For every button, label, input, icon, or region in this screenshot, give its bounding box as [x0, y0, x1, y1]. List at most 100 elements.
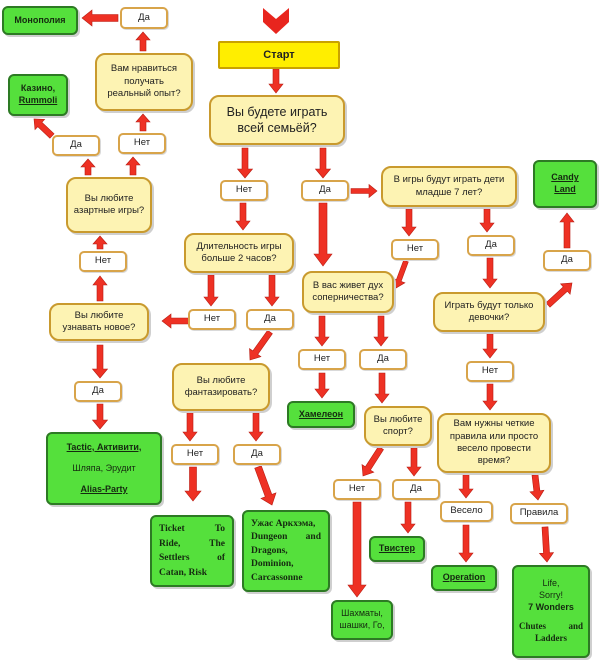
- result-casino: Казино, Rummoli: [8, 74, 68, 116]
- answer-no-gambling: Нет: [79, 251, 127, 272]
- answer-yes-family: Да: [301, 180, 349, 201]
- question-sport: Вы любите спорт?: [364, 406, 432, 446]
- result-ticket-line-2: Ride, The: [159, 538, 225, 549]
- answer-fun: Весело: [440, 501, 493, 522]
- result-arkham-line-5: Carcassonne: [251, 572, 303, 583]
- answer-no-fantasy: Нет: [171, 444, 219, 465]
- result-rummoli-label: Rummoli: [18, 95, 58, 105]
- arrow-yes-twister: [400, 501, 416, 534]
- result-life-line-3: 7 Wonders: [528, 601, 574, 612]
- question-girls: Играть будут только девочки?: [433, 292, 545, 332]
- result-arkham-line-2: Dungeon and: [251, 532, 321, 543]
- arrow-fantasy-no: [182, 412, 198, 442]
- answer-rules: Правила: [510, 503, 568, 524]
- arrow-yes-sport: [374, 372, 390, 404]
- arrow-experience-yes: [135, 31, 151, 52]
- arrow-no-chess: [347, 501, 367, 598]
- arrow-competitive-yes: [373, 315, 389, 347]
- arrow-gambling-no: [125, 156, 141, 176]
- arrow-rules-rules: [529, 474, 545, 501]
- question-kids: В игры будут играть дети младше 7 лет?: [381, 166, 517, 207]
- answer-no-competitive: Нет: [298, 349, 346, 370]
- result-life-line-1: Life,: [542, 578, 560, 589]
- arrow-no-gambling: [92, 235, 108, 250]
- question-duration: Длительность игры больше 2 часов?: [184, 233, 294, 273]
- answer-yes-fantasy: Да: [233, 444, 281, 465]
- arrow-sport-yes: [406, 447, 422, 477]
- arrow-duration-yes-fantasy: [249, 329, 273, 361]
- arrow-duration-no: [203, 274, 219, 307]
- arrow-no-duration: [235, 202, 251, 231]
- arrow-fantasy-yes: [248, 412, 264, 442]
- result-tactic: Tactic, Активити, Шляпа, Эрудит Alias-Pa…: [46, 432, 162, 505]
- answer-yes-competitive: Да: [359, 349, 407, 370]
- result-tactic-line-2: Шляпа, Эрудит: [72, 462, 136, 473]
- arrow-yes-monopoly: [81, 9, 119, 27]
- answer-yes-duration: Да: [246, 309, 294, 330]
- result-life-line-5: Chutes and: [519, 621, 583, 632]
- question-learn: Вы любите узнавать новое?: [49, 303, 149, 341]
- question-experience: Вам нравиться получать реальный опыт?: [95, 53, 193, 111]
- answer-yes-kids: Да: [467, 235, 515, 256]
- arrow-yes-arkham: [254, 465, 277, 506]
- arrow-competitive-no: [314, 315, 330, 347]
- arrow-yes-kids: [350, 183, 378, 199]
- arrow-yes-tactic: [91, 403, 109, 430]
- result-tactic-line-1: Tactic, Активити,: [66, 441, 142, 452]
- question-competitive: В вас живет дух соперничества?: [302, 271, 394, 313]
- result-ticket-line-3: Settlers of: [159, 553, 225, 564]
- result-ticket-to-ride: Ticket To Ride, The Settlers of Catan, R…: [150, 515, 234, 587]
- answer-yes-girls: Да: [543, 250, 591, 271]
- arrow-yes-competitive: [313, 202, 333, 267]
- arrow-rules-life: [538, 526, 555, 563]
- answer-no-duration: Нет: [188, 309, 236, 330]
- result-life-line-6: Ladders: [534, 633, 567, 644]
- arrow-family-yes-down: [314, 147, 332, 179]
- arrow-no-competitive: [392, 259, 409, 289]
- result-operation: Operation: [431, 565, 497, 591]
- arrow-no-chameleon: [314, 372, 330, 399]
- arrow-girls-yes: [545, 282, 573, 308]
- answer-yes-experience: Да: [120, 7, 168, 29]
- arrow-rules-fun: [458, 474, 474, 499]
- answer-yes-sport: Да: [392, 479, 440, 500]
- result-arkham-line-3: Dragons,: [251, 545, 288, 556]
- arrow-no-rules: [482, 383, 498, 411]
- result-life-line-2: Sorry!: [538, 589, 563, 600]
- arrow-kids-yes: [479, 208, 495, 233]
- question-family: Вы будете играть всей семьёй?: [209, 95, 345, 145]
- result-life: Life, Sorry! 7 Wonders Chutes and Ladder…: [512, 565, 590, 658]
- arrow-yes-casino: [33, 118, 55, 139]
- start-chevron-icon: [263, 8, 289, 34]
- arrow-sport-no: [361, 445, 384, 477]
- answer-no-girls: Нет: [466, 361, 514, 382]
- arrow-fun-operation: [458, 524, 474, 563]
- result-tactic-line-3: Alias-Party: [80, 483, 128, 494]
- start-box: Старт: [218, 41, 340, 69]
- result-chameleon: Хамелеон: [287, 401, 355, 428]
- arrow-no-ticket: [184, 466, 202, 502]
- answer-no-experience: Нет: [118, 133, 166, 154]
- arrow-duration-yes: [264, 274, 280, 307]
- result-ticket-line-1: Ticket To: [159, 524, 225, 534]
- result-monopoly: Монополия: [2, 6, 78, 35]
- answer-no-kids: Нет: [391, 239, 439, 260]
- answer-yes-learn: Да: [74, 381, 122, 402]
- question-gambling: Вы любите азартные игры?: [66, 177, 152, 233]
- question-fantasy: Вы любите фантазировать?: [172, 363, 270, 411]
- result-arkham-line-1: Ужас Аркхэма,: [251, 519, 316, 529]
- arrow-yes-girls: [482, 257, 498, 289]
- result-arkham-line-4: Dominion,: [251, 559, 294, 570]
- result-twister: Твистер: [369, 536, 425, 562]
- arrow-gambling-yes: [80, 158, 96, 176]
- arrow-kids-no: [401, 208, 417, 237]
- arrow-no-experience: [135, 113, 151, 132]
- result-arkham: Ужас Аркхэма, Dungeon and Dragons, Domin…: [242, 510, 330, 592]
- result-casino-label: Казино,: [20, 83, 56, 94]
- arrow-learn-yes: [91, 344, 109, 379]
- result-candy-land: Candy Land: [533, 160, 597, 208]
- result-chess: Шахматы, шашки, Го,: [331, 600, 393, 640]
- arrow-start-family: [268, 68, 284, 94]
- arrow-family-no: [236, 147, 254, 179]
